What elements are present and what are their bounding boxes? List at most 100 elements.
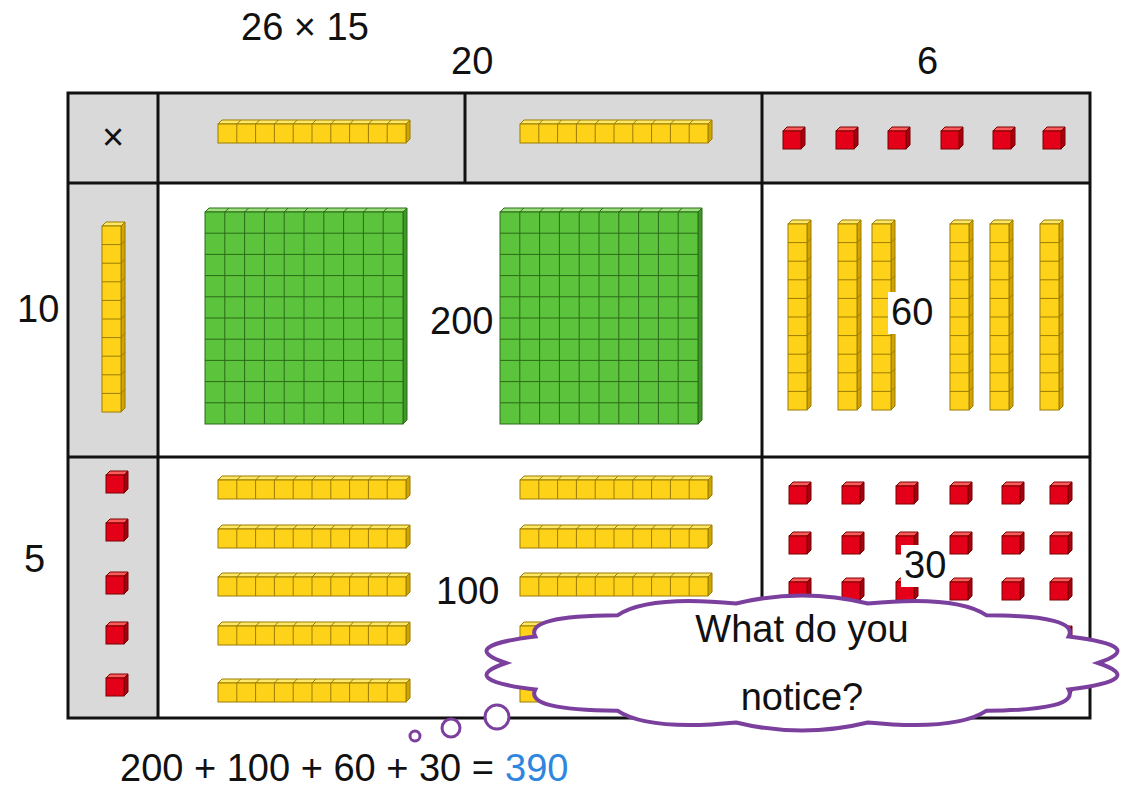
rod-divider bbox=[368, 622, 372, 626]
rod-divider bbox=[312, 476, 316, 480]
rod-divider bbox=[330, 577, 331, 596]
rod-divider bbox=[368, 120, 372, 124]
rod-divider bbox=[1040, 317, 1059, 318]
rod-divider bbox=[807, 239, 811, 243]
flat-side bbox=[698, 208, 702, 424]
rod-divider bbox=[788, 317, 807, 318]
rod-divider bbox=[387, 124, 388, 143]
rod-side bbox=[857, 220, 861, 410]
rod-divider bbox=[387, 573, 391, 577]
rod-divider bbox=[331, 120, 335, 124]
rod-divider bbox=[969, 332, 973, 336]
rod-divider bbox=[557, 577, 558, 596]
cube-side bbox=[1068, 532, 1072, 554]
rod-divider bbox=[237, 120, 241, 124]
rod-divider bbox=[293, 626, 294, 645]
rod-divider bbox=[256, 573, 260, 577]
rod-divider bbox=[652, 525, 656, 529]
rod-divider bbox=[256, 525, 260, 529]
flat-grid bbox=[245, 208, 249, 212]
rod-divider bbox=[807, 332, 811, 336]
rod-top bbox=[218, 622, 410, 626]
rod-face bbox=[1040, 224, 1059, 410]
rod-top bbox=[520, 573, 712, 577]
flat-side bbox=[403, 208, 407, 424]
flat-grid bbox=[559, 208, 563, 212]
sum-result: 390 bbox=[505, 748, 568, 790]
rod-divider bbox=[788, 279, 807, 280]
rod-divider bbox=[539, 476, 543, 480]
rod-divider bbox=[576, 577, 577, 596]
flat-grid bbox=[540, 208, 544, 212]
rod-divider bbox=[312, 622, 316, 626]
rod-divider bbox=[558, 525, 562, 529]
rod-divider bbox=[807, 276, 811, 280]
rod-divider bbox=[538, 124, 539, 143]
unit-cube bbox=[1050, 482, 1072, 504]
rod-divider bbox=[293, 683, 294, 702]
rod-divider bbox=[1009, 332, 1013, 336]
rod-divider bbox=[293, 120, 297, 124]
rod-side bbox=[708, 525, 712, 548]
rod-divider bbox=[236, 683, 237, 702]
rod-divider bbox=[255, 480, 256, 499]
rod-divider bbox=[1059, 294, 1063, 298]
rod-divider bbox=[632, 480, 633, 499]
rod-face bbox=[218, 124, 406, 143]
ten-rod bbox=[102, 222, 125, 412]
cube-face bbox=[896, 486, 914, 504]
rod-divider bbox=[312, 525, 316, 529]
rod-divider bbox=[237, 476, 241, 480]
rod-divider bbox=[312, 573, 316, 577]
rod-divider bbox=[838, 298, 857, 299]
rod-divider bbox=[237, 573, 241, 577]
cube-side bbox=[1011, 127, 1015, 149]
thought-dot bbox=[410, 731, 420, 741]
rod-divider bbox=[237, 679, 241, 683]
rod-divider bbox=[387, 683, 388, 702]
flat-grid bbox=[225, 208, 229, 212]
unit-cube bbox=[1043, 127, 1065, 149]
rod-divider bbox=[331, 679, 335, 683]
rod-face bbox=[218, 577, 406, 596]
rod-divider bbox=[312, 120, 316, 124]
rod-divider bbox=[349, 577, 350, 596]
flat-grid bbox=[205, 318, 403, 319]
rod-divider bbox=[857, 369, 861, 373]
cube-side bbox=[124, 674, 128, 696]
rod-divider bbox=[1040, 372, 1059, 373]
flat-grid bbox=[500, 381, 698, 382]
rod-divider bbox=[614, 577, 615, 596]
rod-divider bbox=[1009, 239, 1013, 243]
rod-divider bbox=[293, 679, 297, 683]
rod-divider bbox=[1009, 257, 1013, 261]
rod-divider bbox=[950, 298, 969, 299]
cube-face bbox=[1002, 536, 1020, 554]
rod-divider bbox=[293, 124, 294, 143]
rod-divider bbox=[1040, 354, 1059, 355]
rod-divider bbox=[595, 120, 599, 124]
cube-side bbox=[968, 482, 972, 504]
rod-divider bbox=[633, 476, 637, 480]
rod-divider bbox=[670, 573, 674, 577]
rod-divider bbox=[274, 124, 275, 143]
cube-side bbox=[860, 578, 864, 600]
rod-divider bbox=[838, 372, 857, 373]
rod-divider bbox=[633, 573, 637, 577]
ten-rod bbox=[218, 679, 410, 702]
partial-product: 100 bbox=[433, 571, 502, 613]
unit-cube bbox=[789, 532, 811, 554]
rod-divider bbox=[387, 626, 388, 645]
rod-divider bbox=[102, 300, 121, 301]
rod-divider bbox=[387, 120, 391, 124]
rod-side bbox=[708, 120, 712, 143]
rod-divider bbox=[368, 679, 372, 683]
rod-divider bbox=[788, 298, 807, 299]
rod-divider bbox=[1009, 276, 1013, 280]
ten-rod bbox=[218, 120, 410, 143]
cube-face bbox=[993, 131, 1011, 149]
rod-divider bbox=[670, 529, 671, 548]
cube-side bbox=[807, 532, 811, 554]
rod-divider bbox=[1009, 313, 1013, 317]
rod-divider bbox=[651, 577, 652, 596]
